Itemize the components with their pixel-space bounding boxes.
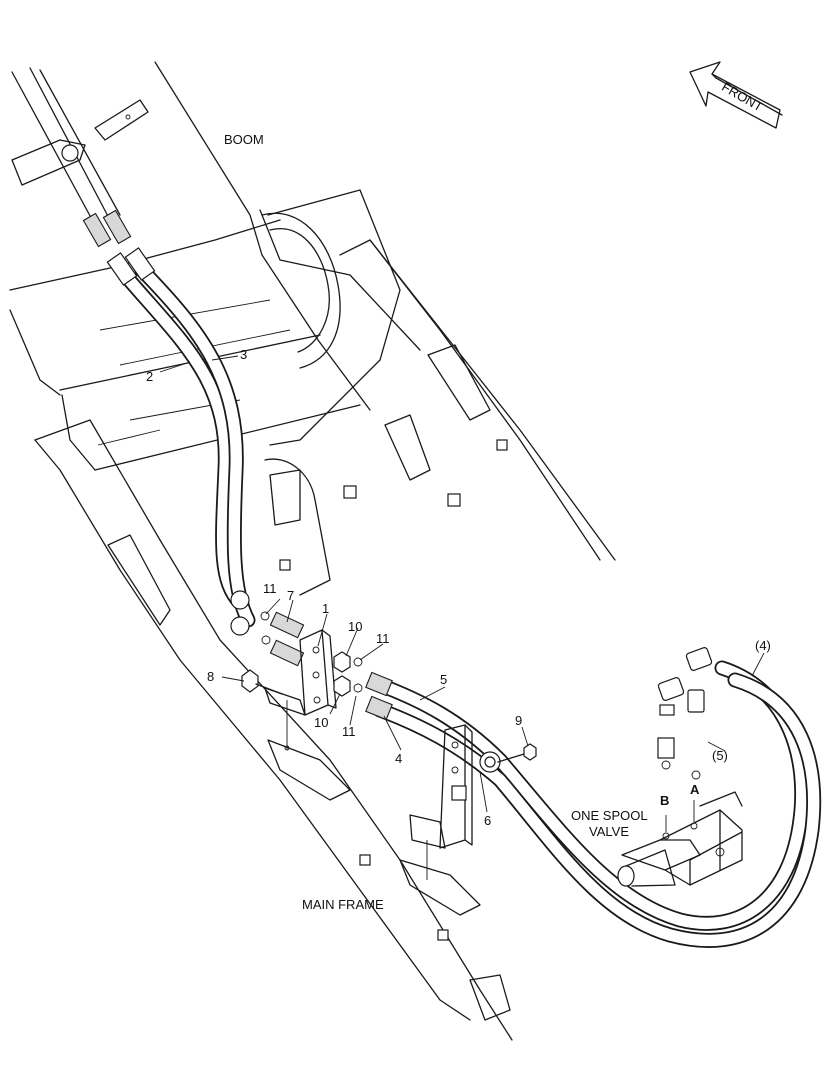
boom-arm bbox=[11, 67, 149, 226]
callout-7: 7 bbox=[287, 588, 294, 603]
callout-8: 8 bbox=[207, 669, 214, 684]
bolt-8 bbox=[241, 669, 283, 695]
valve-label-line2: VALVE bbox=[589, 824, 629, 839]
callout-10-top: 10 bbox=[348, 619, 362, 634]
lower-fittings bbox=[230, 590, 305, 667]
valve-elbows bbox=[657, 647, 713, 716]
port-b-label: B bbox=[660, 793, 669, 808]
upper-fittings bbox=[82, 209, 156, 286]
callout-9: 9 bbox=[515, 713, 522, 728]
main-frame bbox=[34, 209, 616, 1041]
callout-5-ref: (5) bbox=[712, 748, 728, 763]
valve-label-line1: ONE SPOOL bbox=[571, 808, 648, 823]
callout-4: 4 bbox=[395, 751, 402, 766]
hose-3 bbox=[134, 262, 256, 628]
callout-5: 5 bbox=[440, 672, 447, 687]
bracket-1 bbox=[264, 629, 337, 751]
nuts-10 bbox=[333, 651, 363, 697]
callout-6: 6 bbox=[484, 813, 491, 828]
one-spool-valve bbox=[617, 737, 743, 887]
port-a-label: A bbox=[690, 782, 700, 797]
boom-label: BOOM bbox=[224, 132, 264, 147]
callout-4-ref: (4) bbox=[755, 638, 771, 653]
callout-11-bottom: 11 bbox=[342, 724, 356, 739]
callout-1: 1 bbox=[322, 601, 329, 616]
support-bracket-6 bbox=[409, 724, 501, 880]
leaders bbox=[159, 355, 765, 813]
boom bbox=[9, 61, 401, 471]
callout-2: 2 bbox=[146, 369, 153, 384]
front-arrow bbox=[689, 61, 783, 129]
callout-11-right: 11 bbox=[376, 631, 390, 646]
main-frame-label: MAIN FRAME bbox=[302, 897, 384, 912]
callout-3: 3 bbox=[240, 347, 247, 362]
hose-end-fittings bbox=[365, 671, 393, 721]
hose-2 bbox=[117, 267, 248, 611]
callout-11-left: 11 bbox=[263, 581, 277, 596]
callout-10-bottom: 10 bbox=[314, 715, 328, 730]
bolt-9 bbox=[497, 743, 537, 763]
hose-5 bbox=[372, 660, 810, 931]
front-label: FRONT bbox=[719, 79, 765, 114]
